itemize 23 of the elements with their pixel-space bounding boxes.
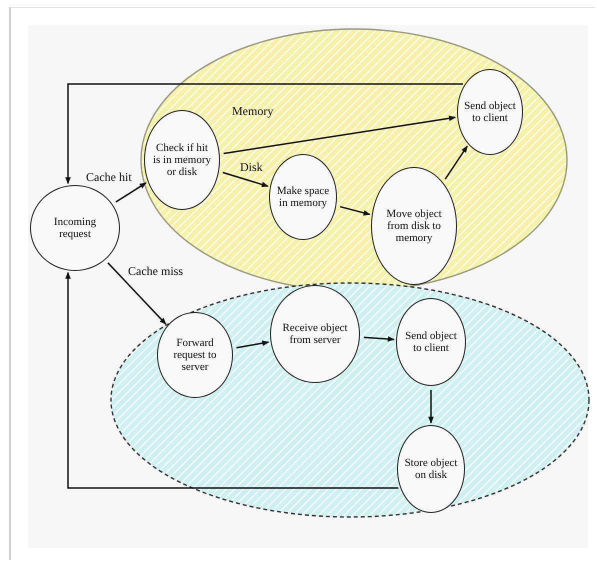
arrow	[364, 336, 395, 342]
node-text: Store object on disk	[404, 456, 458, 482]
edge-label: Memory	[232, 104, 274, 119]
arrow	[222, 172, 269, 188]
arrow	[115, 182, 147, 203]
arrow	[444, 146, 468, 180]
arrow	[65, 83, 463, 184]
node-text: Make space in memory	[276, 184, 330, 210]
node-text: Forward request to server	[172, 336, 218, 374]
node-text: Receive object from server	[281, 322, 349, 346]
node-text: Send object to client	[463, 100, 517, 124]
edge-label: Cache miss	[128, 264, 183, 279]
node-text: Send object to client	[404, 330, 458, 354]
arrow	[236, 340, 270, 348]
node-text: Check if hit is in memory or disk	[152, 142, 212, 178]
node-text: Incoming request	[52, 216, 98, 240]
edge-label: Cache hit	[86, 170, 132, 185]
arrow	[65, 272, 398, 489]
region-ellipse	[110, 282, 590, 518]
arrow	[224, 116, 456, 154]
edge-label: Disk	[240, 160, 263, 175]
node-text: Move object from disk to memory	[385, 208, 443, 244]
arrow	[107, 262, 166, 325]
